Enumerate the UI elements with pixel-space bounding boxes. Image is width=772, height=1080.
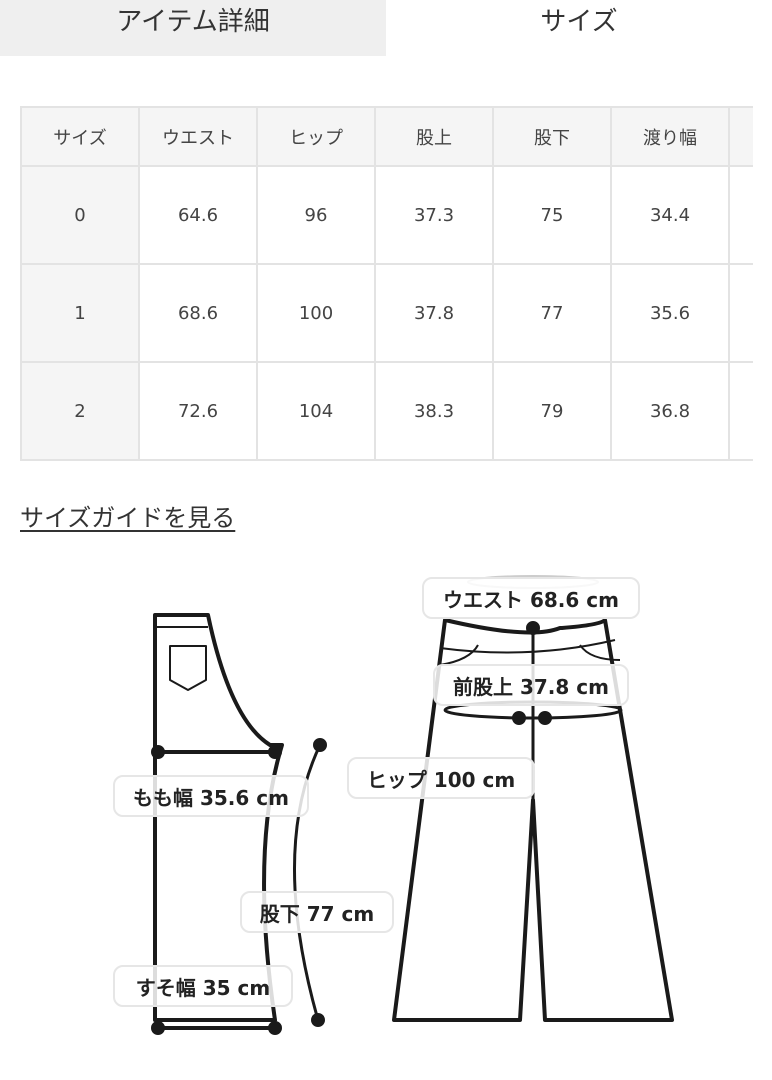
front-rise-label: 前股上 37.8 cm [433, 664, 629, 706]
thigh-width-label: もも幅 35.6 cm [113, 775, 309, 817]
cell: 2 [20, 361, 140, 461]
cell: 38.3 [374, 361, 494, 461]
inseam-label: 股下 77 cm [240, 891, 394, 933]
cell: 104 [256, 361, 376, 461]
col-header: サイズ [20, 106, 140, 167]
col-header: ヒップ [256, 106, 376, 167]
tab-label: アイテム詳細 [116, 6, 270, 37]
cell: 37.3 [374, 165, 494, 265]
table-row: 2 72.6 104 38.3 79 36.8 [20, 361, 753, 461]
cell: 75 [492, 165, 612, 265]
size-table: サイズ ウエスト ヒップ 股上 股下 渡り幅 0 64.6 96 37.3 75… [20, 106, 753, 461]
cell: 35.6 [610, 263, 730, 363]
cell: 77 [492, 263, 612, 363]
size-guide-link[interactable]: サイズガイドを見る [20, 504, 236, 532]
cell: 37.8 [374, 263, 494, 363]
cell: 96 [256, 165, 376, 265]
tab-size[interactable]: サイズ [386, 0, 772, 56]
cell [728, 165, 753, 265]
col-header [728, 106, 753, 167]
tab-item-details[interactable]: アイテム詳細 [0, 0, 386, 56]
hem-width-label: すそ幅 35 cm [113, 965, 293, 1007]
col-header: 股下 [492, 106, 612, 167]
cell: 0 [20, 165, 140, 265]
hip-label: ヒップ 100 cm [347, 757, 535, 799]
cell: 72.6 [138, 361, 258, 461]
cell [728, 263, 753, 363]
waist-label: ウエスト 68.6 cm [422, 577, 640, 619]
cell: 100 [256, 263, 376, 363]
col-header: 股上 [374, 106, 494, 167]
table-row: 1 68.6 100 37.8 77 35.6 [20, 263, 753, 363]
table-header-row: サイズ ウエスト ヒップ 股上 股下 渡り幅 [20, 106, 753, 167]
col-header: 渡り幅 [610, 106, 730, 167]
cell: 68.6 [138, 263, 258, 363]
cell [728, 361, 753, 461]
col-header: ウエスト [138, 106, 258, 167]
cell: 64.6 [138, 165, 258, 265]
cell: 36.8 [610, 361, 730, 461]
tab-label: サイズ [540, 6, 618, 37]
cell: 34.4 [610, 165, 730, 265]
cell: 79 [492, 361, 612, 461]
side-view-pants [151, 613, 327, 1035]
table-row: 0 64.6 96 37.3 75 34.4 [20, 165, 753, 265]
cell: 1 [20, 263, 140, 363]
